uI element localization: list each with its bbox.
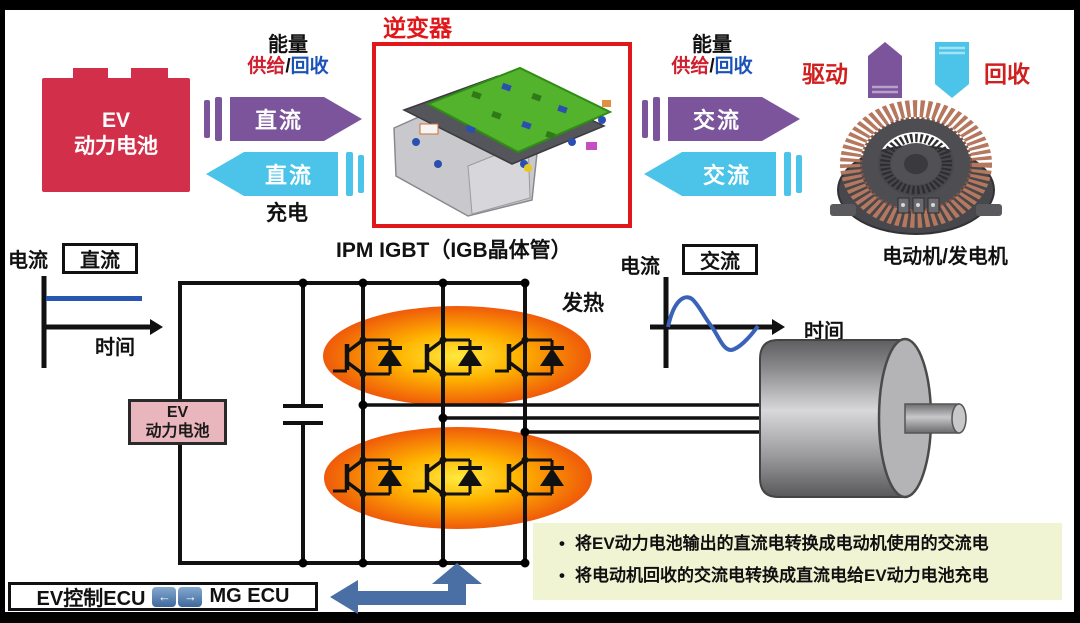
ac-graph-plot xyxy=(650,277,785,368)
dc-graph-tag: 直流 xyxy=(62,243,138,274)
ac-supply-arrow: 交流 xyxy=(642,96,802,142)
battery-icon xyxy=(42,68,190,192)
inverter-photo xyxy=(393,66,613,217)
energy-sub-right: 供给/回收 xyxy=(671,56,752,77)
frame-bottom xyxy=(0,612,1080,623)
ac-graph-ylabel: 电流 xyxy=(620,256,660,278)
recover-label-right: 回收 xyxy=(714,56,753,77)
note-text-1: 将EV动力电池输出的直流电转换成电动机使用的交流电 xyxy=(575,534,989,553)
recover-down-arrow-icon xyxy=(935,42,969,98)
right-arrow-icon xyxy=(642,97,800,141)
right-arrow-icon xyxy=(204,97,362,141)
battery-label-line2: 动力电池 xyxy=(74,135,158,158)
motor-cylinder-illustration xyxy=(759,337,967,499)
inverter-circuit xyxy=(178,278,762,568)
arrow-right-icon: → xyxy=(178,586,203,607)
note-item: • 将电动机回收的交流电转换成直流电给EV动力电池充电 xyxy=(549,565,1062,587)
note-item: • 将EV动力电池输出的直流电转换成电动机使用的交流电 xyxy=(549,533,1062,555)
ac-return-arrow-label: 交流 xyxy=(702,163,751,188)
drive-label: 驱动 xyxy=(802,61,848,87)
charge-label: 充电 xyxy=(266,202,308,225)
arrow-left-icon: ← xyxy=(152,586,177,607)
energy-title-right: 能量 xyxy=(692,34,732,56)
circuit-battery-box: EV 动力电池 xyxy=(128,399,227,445)
left-arrow-icon xyxy=(206,152,364,196)
motor-generator-photo xyxy=(830,100,1002,235)
ev-control-ecu-label: EV控制ECU xyxy=(36,588,146,610)
energy-sub-left: 供给/回收 xyxy=(247,56,328,77)
recover-label: 回收 xyxy=(984,61,1030,87)
separator-right: / xyxy=(709,56,715,77)
battery-label-line1: EV xyxy=(101,109,130,132)
circuit-battery-line1: EV xyxy=(166,404,189,421)
heat-label: 发热 xyxy=(562,292,604,315)
energy-flow-left: 能量 供给/回收 xyxy=(238,34,338,77)
mg-ecu-label: MG ECU xyxy=(209,585,290,607)
ac-return-arrow: 交流 xyxy=(642,151,802,197)
dc-charge-arrow: 直流 xyxy=(204,151,364,197)
circuit-battery-line2: 动力电池 xyxy=(145,423,210,440)
dc-graph-plot xyxy=(41,276,163,368)
ac-supply-arrow-label: 交流 xyxy=(692,108,741,133)
dc-graph-ylabel: 电流 xyxy=(8,250,48,272)
inverter-box xyxy=(372,42,632,228)
left-arrow-icon xyxy=(644,152,802,196)
notes-box: • 将EV动力电池输出的直流电转换成电动机使用的交流电 • 将电动机回收的交流电… xyxy=(533,523,1062,600)
bullet: • xyxy=(559,534,565,553)
dc-supply-arrow-label: 直流 xyxy=(254,108,303,133)
ev-battery-illustration: EV 动力电池 xyxy=(42,68,192,192)
ecu-box: EV控制ECU ←→ MG ECU xyxy=(8,582,318,611)
ipm-caption: IPM IGBT（IGB晶体管） xyxy=(336,239,572,262)
ac-graph-tag: 交流 xyxy=(682,244,758,275)
supply-label-right: 供给 xyxy=(671,56,710,77)
energy-title-left: 能量 xyxy=(268,34,308,56)
dc-supply-arrow: 直流 xyxy=(204,96,364,142)
ecu-control-elbow-arrow-icon xyxy=(330,563,482,614)
supply-label-left: 供给 xyxy=(247,56,286,77)
recover-label-left: 回收 xyxy=(290,56,329,77)
frame-top xyxy=(0,0,1080,10)
motor-generator-label: 电动机/发电机 xyxy=(882,246,1008,268)
drive-up-arrow-icon xyxy=(868,42,902,98)
frame-left xyxy=(0,0,5,623)
energy-flow-right: 能量 供给/回收 xyxy=(660,34,764,77)
frame-right xyxy=(1074,0,1080,623)
dc-graph-xlabel: 时间 xyxy=(95,337,135,359)
separator-left: / xyxy=(285,56,291,77)
ac-graph-xlabel: 时间 xyxy=(804,321,844,343)
dc-charge-arrow-label: 直流 xyxy=(264,163,313,188)
inverter-title: 逆变器 xyxy=(383,15,452,41)
battery-label: EV 动力电池 xyxy=(42,108,190,160)
bullet: • xyxy=(559,566,565,585)
note-text-2: 将电动机回收的交流电转换成直流电给EV动力电池充电 xyxy=(575,566,989,585)
